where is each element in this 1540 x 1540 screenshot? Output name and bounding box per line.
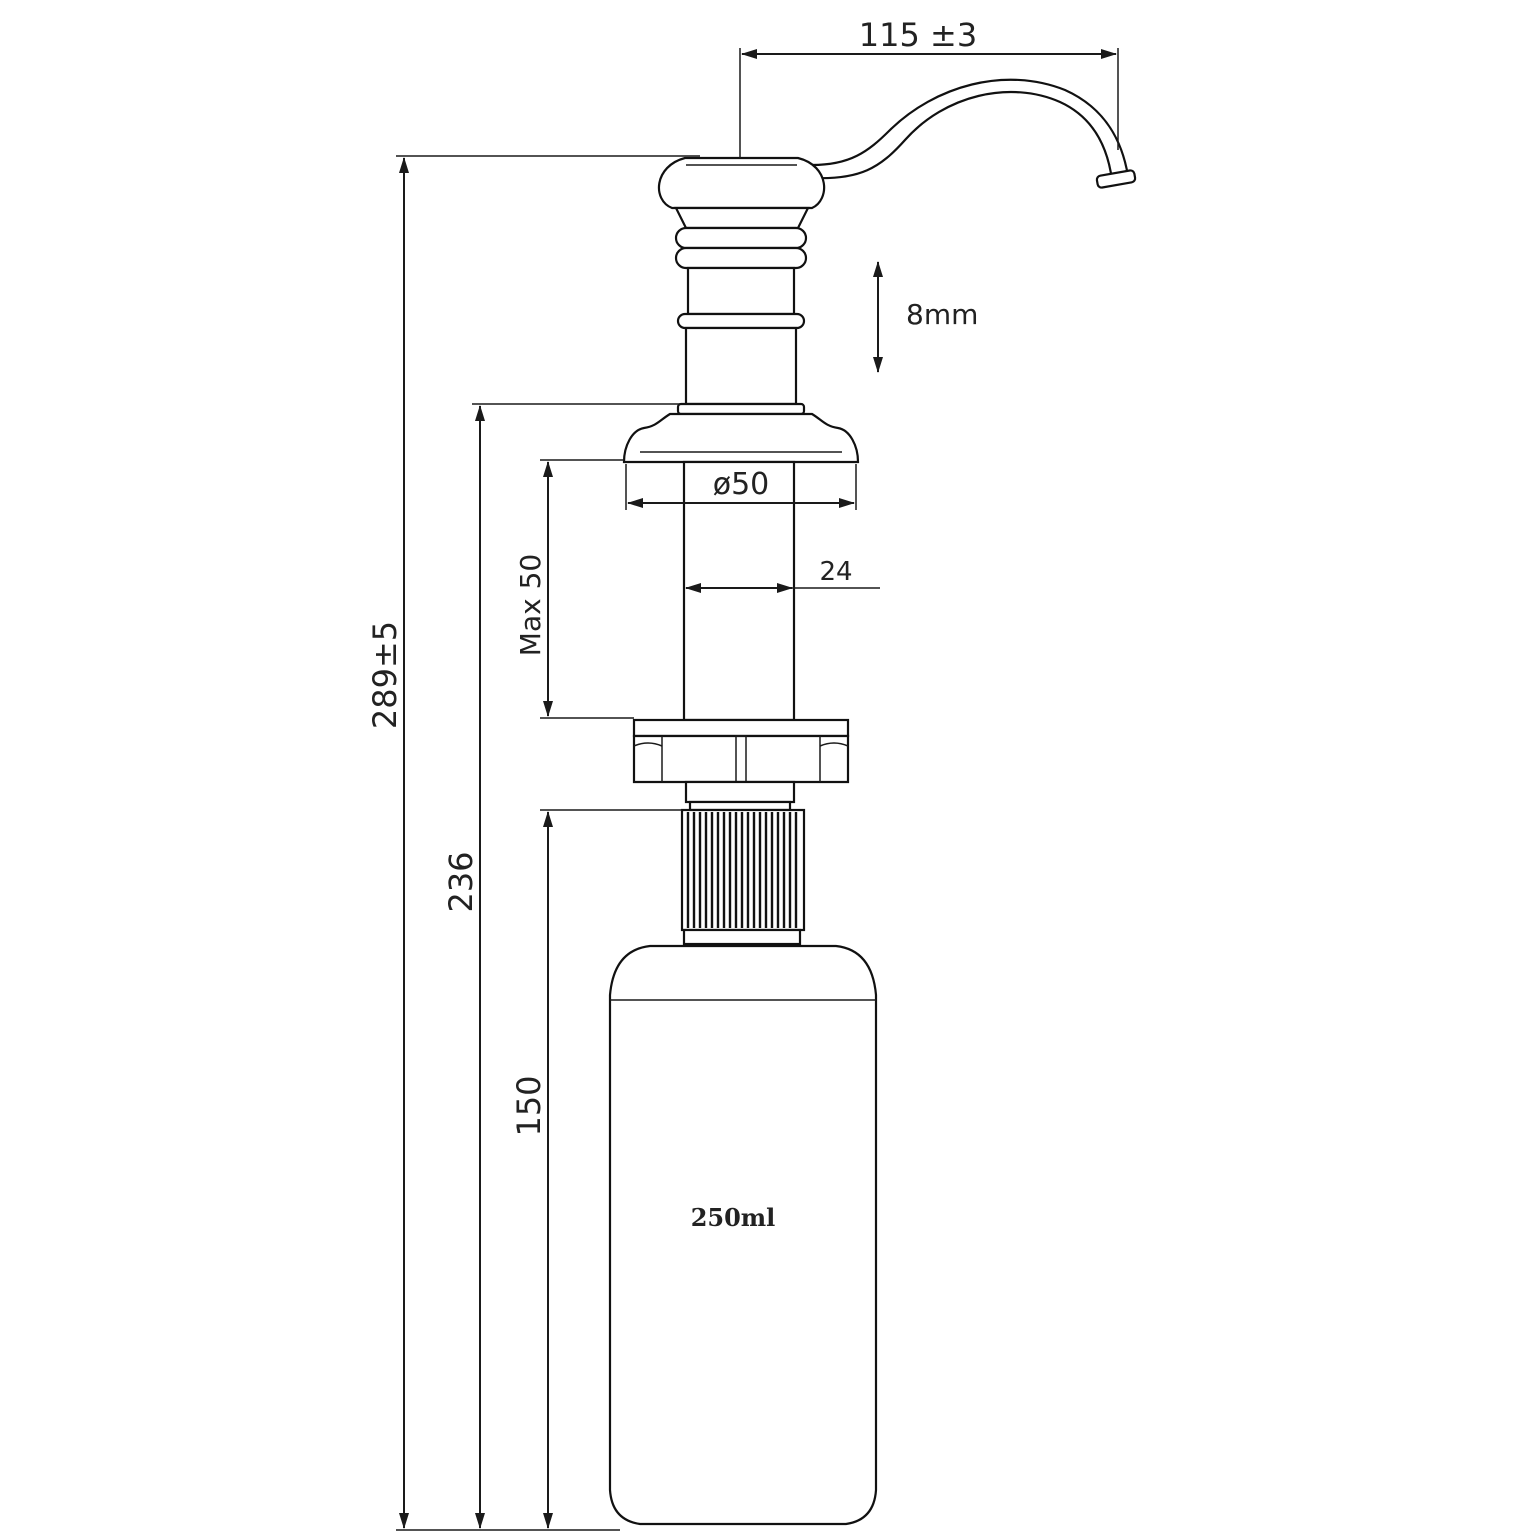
bottle-cap: [680, 808, 806, 946]
bottle: 250ml: [608, 944, 878, 1526]
spout: [810, 78, 1130, 182]
neck-lower: [684, 326, 798, 406]
height-236-label: 236: [442, 851, 480, 912]
dispenser-head: [622, 78, 1137, 464]
dimension-total-height: 289±5: [366, 155, 700, 1531]
shank-diameter-label: 24: [819, 557, 852, 587]
shank: [632, 460, 850, 812]
mounting-nut: [632, 734, 850, 784]
stroke-label: 8mm: [906, 298, 978, 331]
neck-ring: [676, 312, 806, 330]
bottle-body: [608, 944, 878, 1526]
spout-tip: [1095, 169, 1137, 189]
dimension-spout-reach: 115 ±3: [739, 16, 1119, 158]
dimension-bottle-height: 150: [510, 809, 682, 1529]
head-cap: [657, 156, 826, 210]
spout-reach-label: 115 ±3: [859, 16, 977, 54]
dimension-flange-diameter: ø50: [625, 464, 857, 510]
shank-lower: [684, 780, 796, 804]
dimension-stroke: 8mm: [873, 261, 978, 373]
neck-base-ring: [676, 402, 806, 416]
flange-diameter-label: ø50: [713, 467, 770, 502]
flange: [622, 412, 860, 464]
bottle-capacity-label: 250ml: [691, 1203, 776, 1232]
dimension-max-thickness: Max 50: [514, 459, 634, 719]
head-collar: [674, 206, 810, 230]
dimension-height-236: 236: [442, 403, 680, 1529]
neck-upper: [686, 266, 796, 316]
max-thickness-label: Max 50: [514, 554, 547, 656]
cap-ribs: [686, 812, 798, 928]
head-ring-2: [674, 246, 808, 270]
head-ring-1: [674, 226, 808, 250]
washer: [632, 718, 850, 738]
total-height-label: 289±5: [366, 621, 404, 729]
dimension-shank-diameter: 24: [685, 557, 880, 593]
bottle-height-label: 150: [510, 1075, 548, 1136]
